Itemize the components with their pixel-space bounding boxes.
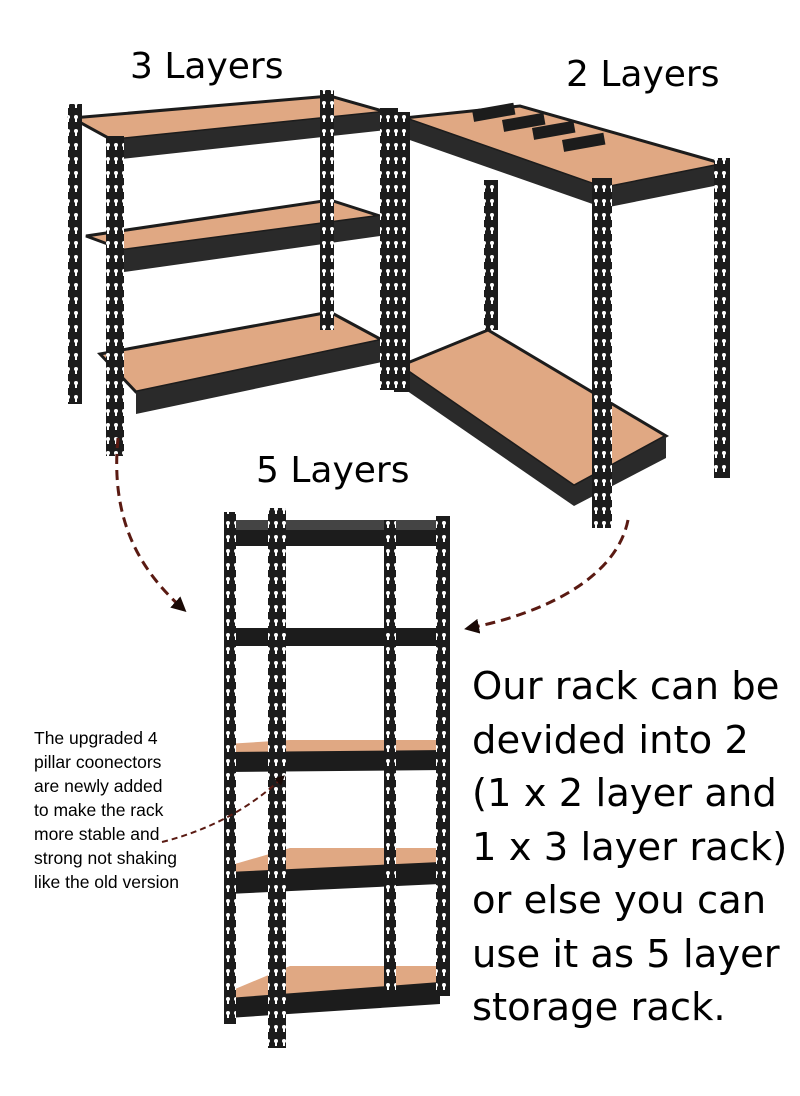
pillar-connectors — [471, 102, 606, 152]
rack5-shelf-2 — [228, 628, 440, 646]
rack5-post-back-left — [224, 512, 236, 1024]
rack2-shelf-top-beam — [404, 118, 604, 208]
arrow-connector — [161, 775, 285, 843]
description-line: storage rack. — [472, 985, 726, 1030]
rack5-post-back-right — [384, 520, 396, 990]
rack2-post-right — [714, 158, 730, 478]
note-line: pillar coonectors — [34, 752, 162, 772]
rack3-post-front-right — [380, 108, 398, 390]
description-line: devided into 2 — [472, 717, 749, 763]
description-line: or else you can — [472, 878, 767, 923]
connector-note: The upgraded 4 pillar coonectors are new… — [34, 726, 224, 894]
rack2-post-front-left — [394, 112, 410, 392]
rack5-shelf-3-beam — [226, 750, 446, 772]
note-line: to make the rack — [34, 800, 164, 820]
rack2-post-front — [592, 178, 612, 528]
note-line: are newly added — [34, 776, 163, 796]
rack3-post-front-left — [106, 136, 124, 456]
rack3-shelf-middle-beam — [124, 216, 380, 272]
rack3-post-back-right — [320, 90, 334, 330]
arrow-left — [115, 437, 187, 613]
rack-description: Our rack can be devided into 2 (1 x 2 la… — [472, 660, 792, 1035]
rack3-post-back-left — [68, 104, 82, 404]
five-layer-rack — [224, 508, 450, 1048]
three-layers-label: 3 Layers — [130, 46, 284, 87]
rack5-shelf-1-beam — [228, 530, 440, 546]
two-layer-rack — [394, 102, 730, 528]
five-layers-label: 5 Layers — [256, 450, 410, 491]
rack5-post-front-right — [436, 516, 450, 996]
note-line: The upgraded 4 — [34, 728, 158, 748]
note-line: like the old version — [34, 872, 179, 892]
rack2-shelf-bottom-beam-left — [400, 366, 574, 506]
description-line: 1 x 3 layer rack) — [472, 824, 788, 870]
rack2-post-back — [484, 180, 498, 330]
rack2-shelf-top-beam-right — [604, 164, 724, 208]
two-layers-label: 2 Layers — [566, 54, 720, 95]
rack3-shelf-bottom-beam — [136, 340, 382, 414]
note-line: more stable and — [34, 824, 160, 844]
description-line: use it as 5 layer — [472, 931, 780, 977]
rack5-post-front-left — [268, 508, 286, 1048]
rack3-shelf-top-beam — [112, 112, 386, 160]
description-line: (1 x 2 layer and — [472, 771, 777, 816]
note-line: strong not shaking — [34, 848, 178, 868]
three-layer-rack — [66, 90, 398, 456]
description-line: Our rack can be — [472, 664, 780, 709]
arrow-right — [464, 519, 630, 634]
